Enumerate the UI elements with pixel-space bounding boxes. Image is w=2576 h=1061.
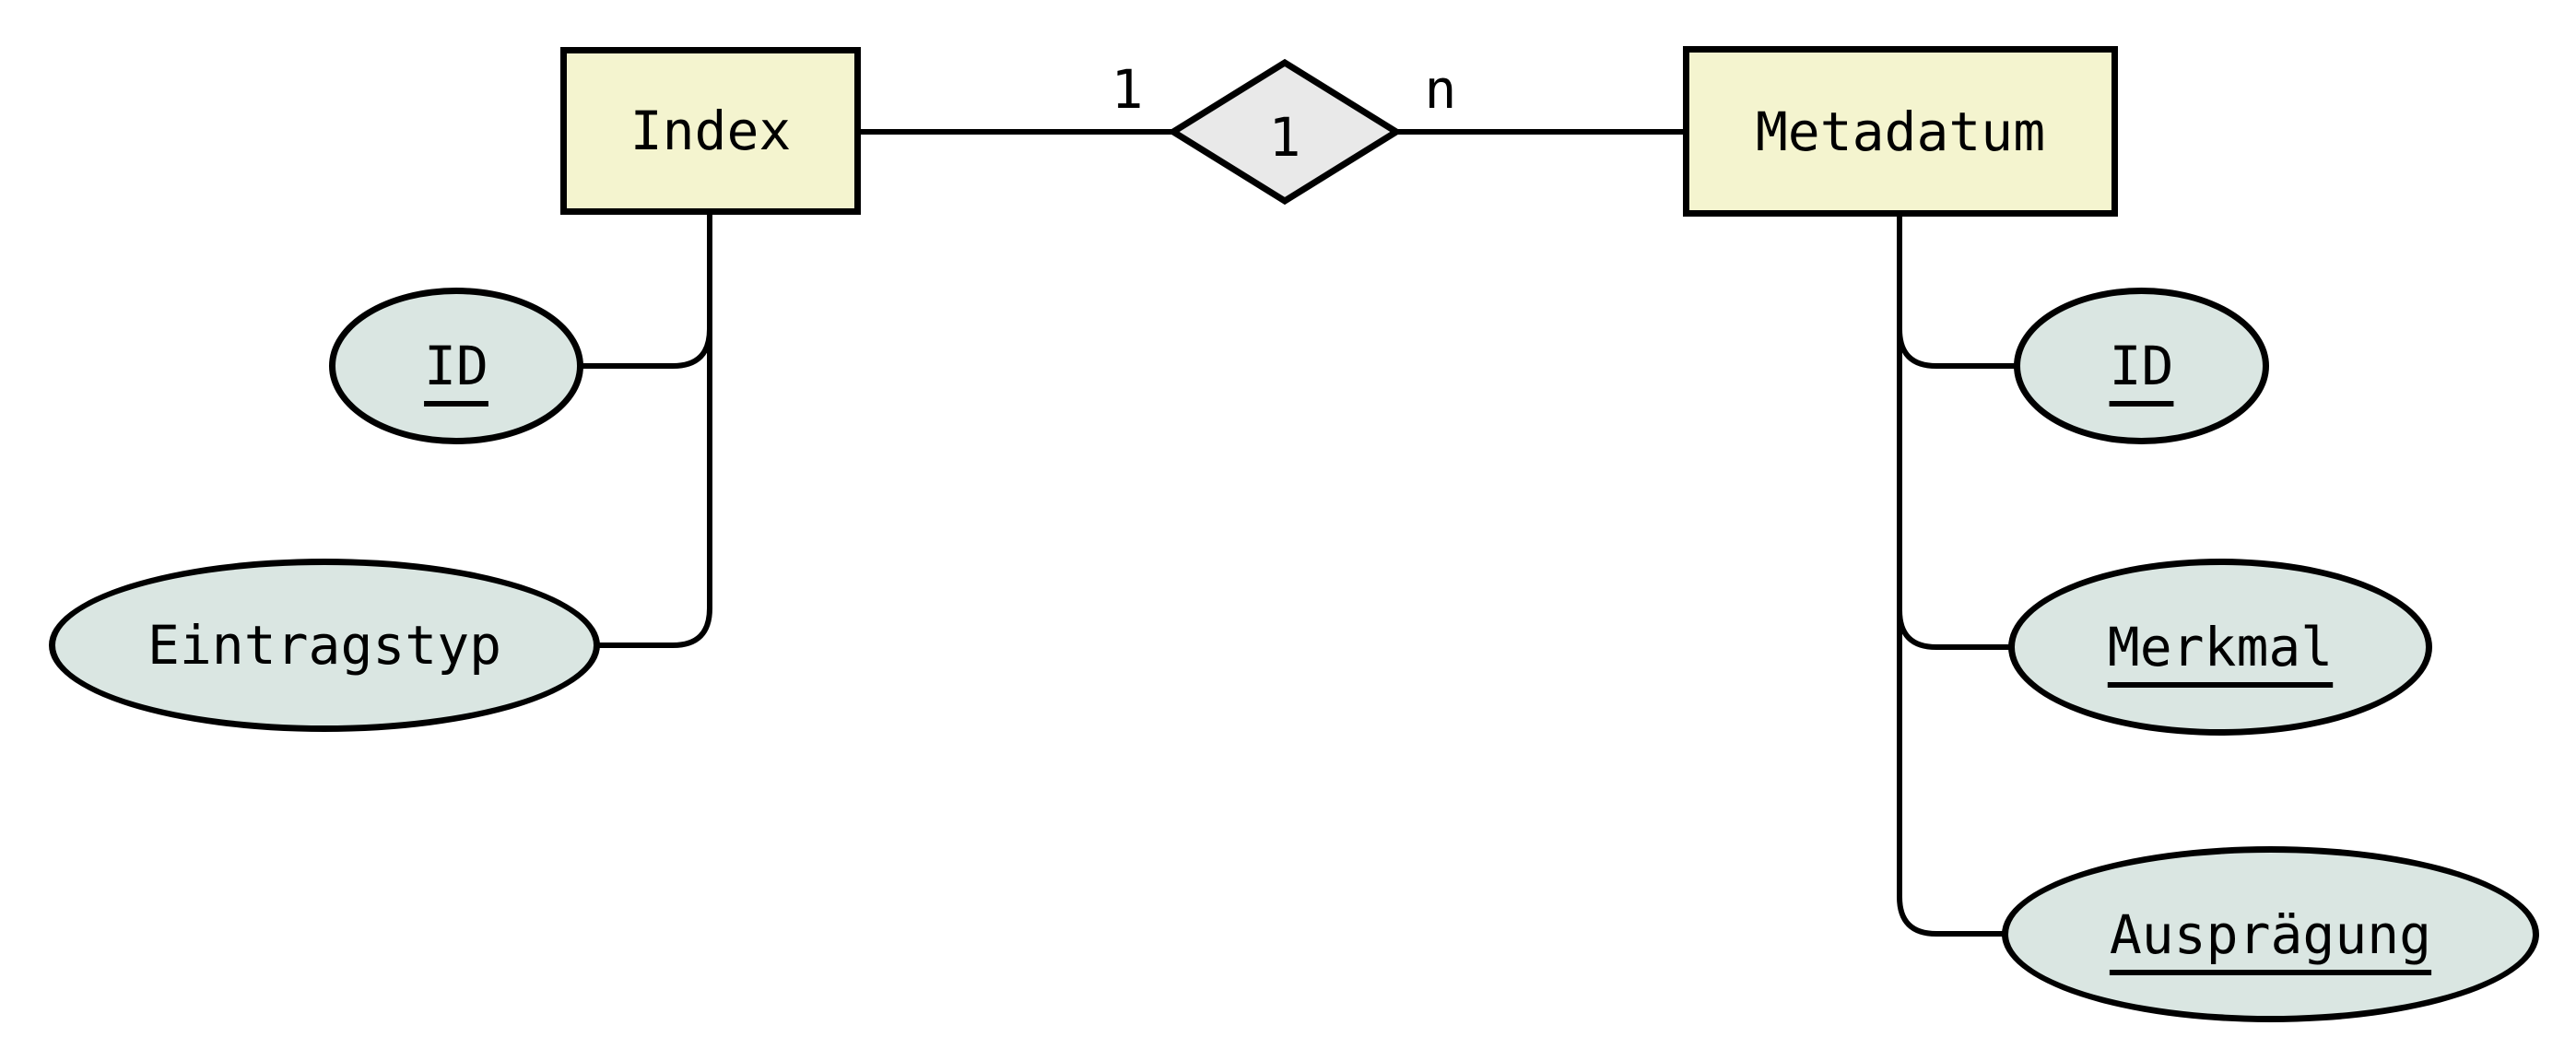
attribute-metadatum-id: ID <box>2014 288 2269 444</box>
cardinality-left: 1 <box>1111 58 1144 121</box>
edge-metadatum-id <box>1896 325 2017 369</box>
edge-metadatum-merkmal <box>1896 607 2012 650</box>
attribute-metadatum-merkmal: Merkmal <box>2008 559 2432 736</box>
edge-index-eintragstyp <box>597 212 712 648</box>
entity-index: Index <box>560 47 861 215</box>
cardinality-right: n <box>1424 58 1457 121</box>
attribute-metadatum-auspraegung: Ausprägung <box>2002 846 2539 1022</box>
attribute-index-eintragstyp: Eintragstyp <box>49 559 600 732</box>
attribute-index-id: ID <box>329 288 583 444</box>
relationship-diamond <box>1167 58 1403 206</box>
edge-metadatum-auspraegung <box>1897 213 2006 937</box>
relationship-label: 1 <box>1268 106 1301 169</box>
edge-index-id <box>581 325 713 369</box>
entity-metadatum: Metadatum <box>1683 46 2118 217</box>
